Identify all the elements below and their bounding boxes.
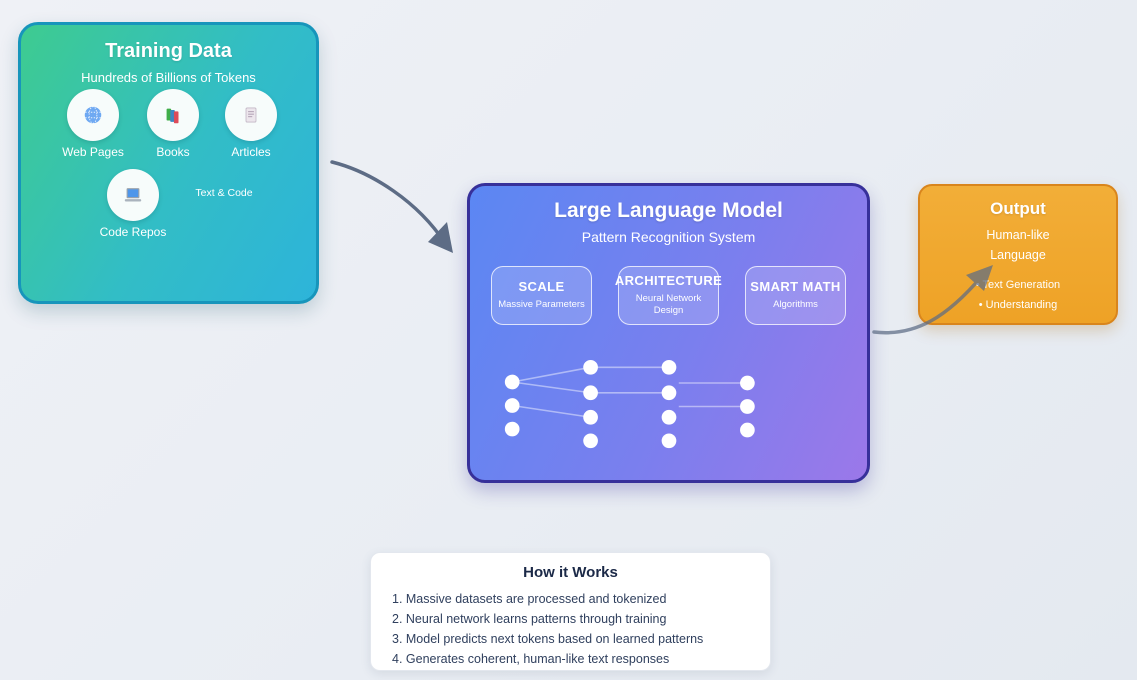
laptop-icon	[124, 188, 142, 202]
output-subtitle: Human-like Language	[986, 228, 1050, 262]
output-bullets: • Text Generation • Understanding	[920, 275, 1116, 316]
output-bullet: • Text Generation	[975, 279, 1061, 291]
step-item: 2. Neural network learns patterns throug…	[392, 612, 667, 626]
output-title: Output	[990, 199, 1046, 218]
step-item: 1. Massive datasets are processed and to…	[392, 592, 667, 606]
feature-title: ARCHITECTURE	[614, 272, 723, 288]
llm-subtitle: Pattern Recognition System	[581, 229, 756, 245]
llm-card: Large Language Model Pattern Recognition…	[467, 183, 870, 483]
feature-scale: SCALE Massive Parameters	[491, 266, 592, 325]
feature-title: SCALE	[518, 278, 565, 294]
how-it-works-card: How it Works 1. Massive datasets are pro…	[370, 552, 771, 671]
source-label: Books	[156, 145, 190, 159]
feature-title: SMART MATH	[750, 278, 841, 294]
source-books: Books	[134, 89, 212, 159]
source-label: Code Repos	[99, 225, 167, 239]
training-subtitle: Hundreds of Billions of Tokens	[81, 70, 256, 85]
source-code-repos: Code Repos	[94, 169, 172, 239]
training-title: Training Data	[105, 40, 232, 62]
llm-features: SCALE Massive Parameters ARCHITECTURE Ne…	[470, 266, 867, 325]
output-card: Output Human-like Language • Text Genera…	[918, 184, 1118, 325]
step-item: 4. Generates coherent, human-like text r…	[392, 652, 670, 666]
feature-subtitle: Algorithms	[773, 298, 818, 310]
article-icon	[245, 107, 257, 123]
source-label: Web Pages	[62, 145, 124, 159]
how-it-works-steps: 1. Massive datasets are processed and to…	[371, 589, 770, 669]
text-code-note: Text & Code	[195, 187, 253, 199]
feature-smart-math: SMART MATH Algorithms	[745, 266, 846, 325]
globe-icon	[84, 106, 102, 124]
feature-subtitle: Neural Network Design	[635, 292, 702, 316]
feature-architecture: ARCHITECTURE Neural Network Design	[614, 266, 723, 325]
arrow-training-to-llm	[330, 160, 453, 253]
source-label: Articles	[231, 145, 271, 159]
training-data-card: Training Data Hundreds of Billions of To…	[18, 22, 319, 304]
source-articles: Articles	[212, 89, 290, 159]
step-item: 3. Model predicts next tokens based on l…	[392, 632, 704, 646]
how-it-works-title: How it Works	[523, 564, 618, 581]
books-icon	[166, 108, 179, 124]
source-web-pages: Web Pages	[54, 89, 132, 159]
feature-subtitle: Massive Parameters	[498, 298, 585, 310]
output-bullet: • Understanding	[978, 299, 1058, 312]
llm-title: Large Language Model	[554, 199, 783, 222]
